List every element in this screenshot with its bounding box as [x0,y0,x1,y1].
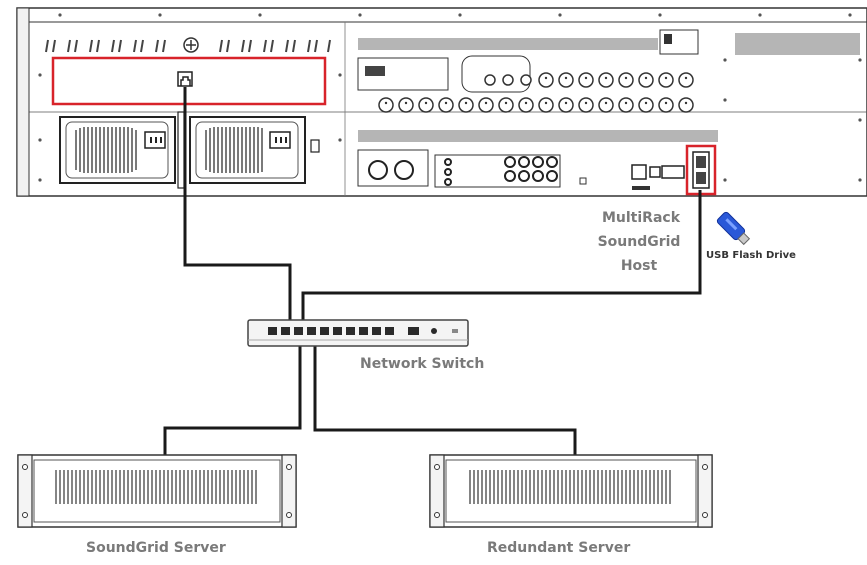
usb-flash-drive-label: USB Flash Drive [706,250,796,261]
host-label-line1: MultiRack [601,210,681,226]
panel-screws [38,13,862,182]
usb-port-icon [692,151,710,189]
host-label-line2: SoundGrid [597,234,681,250]
power-supply-left [59,116,176,184]
network-switch [247,319,469,347]
vent-slots [45,39,331,53]
console-rear-panel [16,7,867,197]
soundgrid-server [17,454,297,528]
ethernet-slot-highlight [51,56,327,106]
redundant-server-label: Redundant Server [487,540,631,556]
ethernet-port-icon [177,71,193,87]
usb-flash-drive-icon [716,211,751,246]
ground-screw-icon [183,37,199,53]
power-switch-icon [310,139,320,153]
power-supply-right [189,116,306,184]
soundgrid-server-label: SoundGrid Server [86,540,226,556]
network-switch-label: Network Switch [360,356,485,372]
xlr-connector-icon [378,72,694,113]
redundant-server [429,454,713,528]
network-cables [163,87,702,455]
host-label-line3: Host [620,258,658,274]
